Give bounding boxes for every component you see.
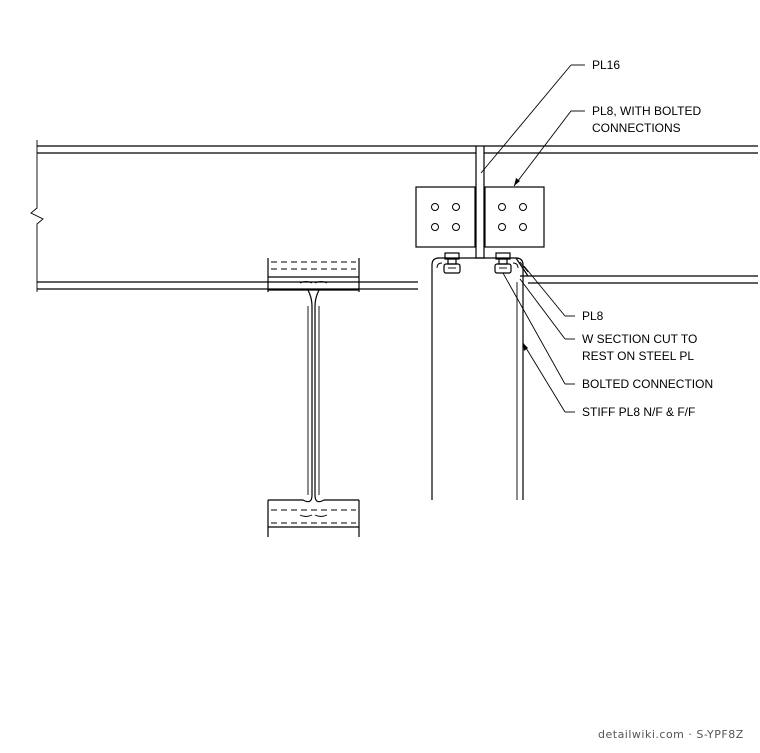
bolt-left (443, 252, 461, 274)
label-pl8-bolted-line1: PL8, WITH BOLTED (592, 104, 701, 118)
right-beam (484, 145, 758, 284)
watermark: detailwiki.com · S-YPF8Z (598, 728, 744, 741)
label-bolted-connection: BOLTED CONNECTION (582, 377, 713, 391)
bolt-right (494, 252, 512, 274)
break-line (30, 140, 44, 292)
i-section (267, 258, 360, 537)
main-beam (30, 140, 476, 292)
label-pl8: PL8 (582, 309, 604, 323)
column (431, 257, 529, 500)
label-pl8-bolted-line2: CONNECTIONS (592, 121, 681, 135)
label-stiff: STIFF PL8 N/F & F/F (582, 405, 695, 419)
splice-plate-right (484, 186, 545, 248)
label-w-section-line1: W SECTION CUT TO (582, 332, 697, 346)
leader-lines (480, 64, 585, 413)
pl16-plate (475, 145, 485, 259)
label-pl16: PL16 (592, 58, 620, 72)
splice-plate-left (415, 186, 476, 248)
label-w-section-line2: REST ON STEEL PL (582, 349, 694, 363)
